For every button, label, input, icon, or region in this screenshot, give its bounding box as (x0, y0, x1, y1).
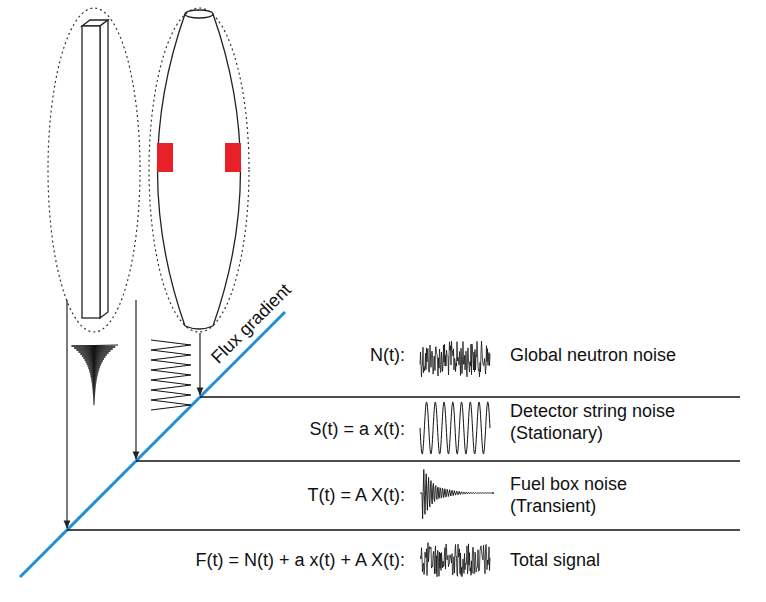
signal-description: Detector string noise (Stationary) (510, 400, 690, 444)
signal-formula: T(t) = A X(t): (307, 484, 405, 506)
projection-arrow (66, 300, 67, 528)
flux-envelope (149, 8, 249, 332)
transient-trace (71, 345, 118, 405)
total-trace (420, 543, 490, 577)
row-line (136, 460, 740, 461)
axis-label: Flux gradient (206, 279, 295, 368)
flux-envelope (48, 8, 140, 332)
projection-arrow (135, 300, 136, 459)
signal-formula: N(t): (370, 344, 405, 366)
sine-trace (420, 402, 490, 454)
signal-description: Total signal (510, 549, 600, 571)
noise-trace (420, 341, 490, 377)
row-line (67, 529, 740, 530)
signal-description: Fuel box noise (Transient) (510, 473, 690, 517)
signal-formula: S(t) = a x(t): (309, 418, 405, 440)
detector-string (158, 10, 241, 329)
transient-trace (420, 470, 494, 519)
signal-formula: F(t) = N(t) + a x(t) + A X(t): (195, 549, 405, 571)
signal-description: Global neutron noise (510, 344, 676, 366)
waveforms (71, 340, 494, 577)
detector-band (157, 143, 173, 172)
flux-gradient-axis (20, 312, 285, 577)
stationary-trace (151, 340, 191, 410)
fuel-box (82, 20, 108, 318)
detector-band (225, 143, 241, 172)
projection-arrow (199, 333, 200, 395)
row-line (200, 396, 740, 397)
